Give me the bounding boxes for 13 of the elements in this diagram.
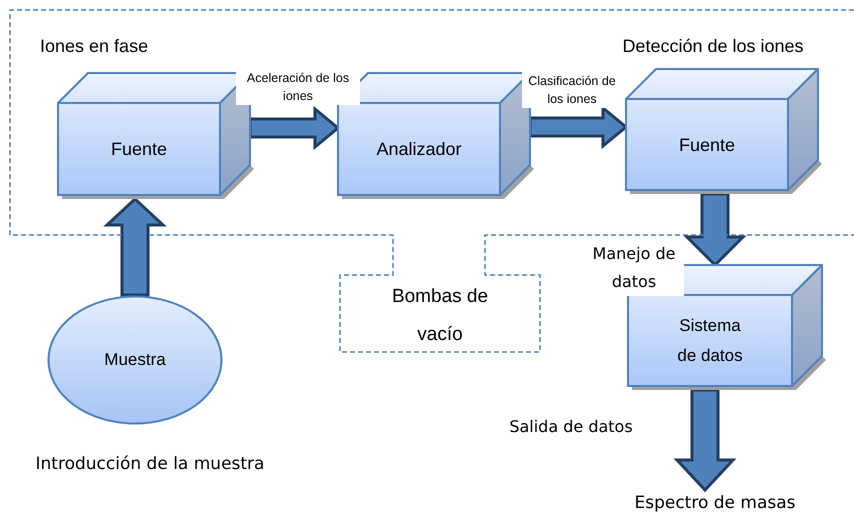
node-caption: Detección de los iones bbox=[621, 35, 805, 58]
box-label: Fuente bbox=[678, 134, 736, 156]
box-label: Analizador bbox=[375, 138, 463, 160]
edge-label: Aceleración de los iones bbox=[236, 69, 360, 105]
block-arrow bbox=[674, 388, 736, 492]
node-caption: Introducción de la muestra bbox=[34, 453, 266, 476]
node-caption: Iones en fase bbox=[40, 35, 150, 58]
output-text: Espectro de masas bbox=[590, 490, 840, 516]
box-label: Muestra bbox=[103, 349, 167, 371]
block-arrow bbox=[103, 196, 167, 296]
box-label: Fuente bbox=[110, 138, 168, 160]
box-label: Sistema de datos bbox=[676, 314, 744, 366]
region-label: Bombas de vacío bbox=[390, 285, 490, 347]
